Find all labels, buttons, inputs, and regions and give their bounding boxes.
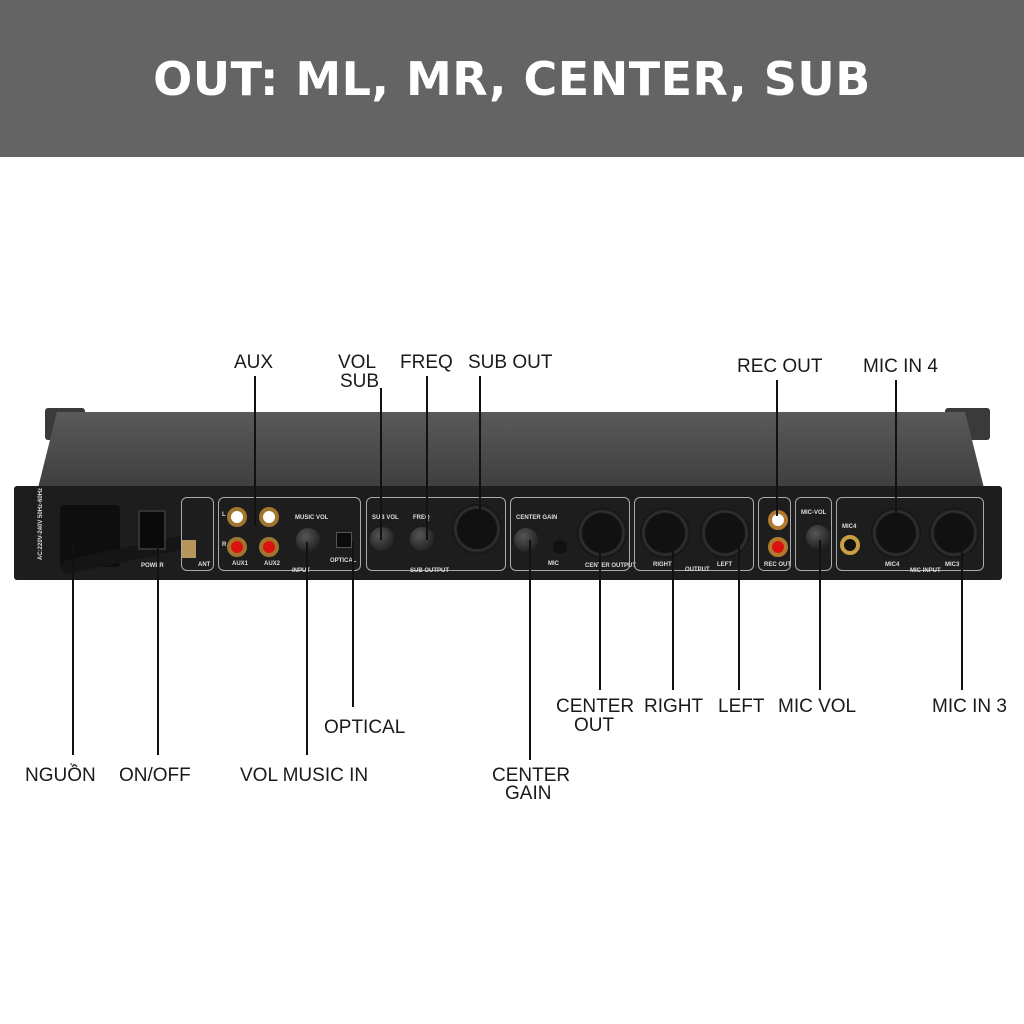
ant-label: ANT [198,562,211,568]
optical-port[interactable] [336,532,352,548]
callout-freq: FREQ [400,352,453,373]
rec-out-l-jack[interactable] [768,510,788,530]
callout-vol-music-in: VOL MUSIC IN [240,765,369,786]
sub-output-section [366,497,506,571]
callout-center-out-line1: CENTER [556,696,635,717]
left-leader [738,538,740,690]
callout-vol-sub-line1: VOL [338,352,377,373]
callout-right: RIGHT [644,696,704,717]
page-title: OUT: ML, MR, CENTER, SUB [153,51,871,106]
freq-label: FREQ [413,515,430,521]
mic-vol-label: MIC-VOL [801,510,827,516]
center-gain-knob[interactable] [514,528,538,552]
r-label: R [222,542,227,548]
callout-mic-vol: MIC VOL [778,696,857,717]
nguon-leader [72,545,74,755]
sub-vol-knob[interactable] [370,527,394,551]
center-output-label: CENTER OUTPUT [585,563,636,569]
rec-out-label: REC OUT [764,562,791,568]
rec-out-section [758,497,791,571]
callout-rec-out: REC OUT [737,356,823,377]
sub-vol-label: SUB VOL [372,515,399,521]
left-label: LEFT [717,562,732,568]
callout-aux: AUX [234,352,274,373]
vol-sub-leader [380,388,382,540]
mic-input-section [836,497,984,571]
device-top [38,412,984,488]
right-leader [672,538,674,690]
freq-knob[interactable] [410,527,434,551]
aux2-label: AUX2 [264,561,281,567]
rec-out-leader [776,380,778,516]
mic3-xlr[interactable] [929,508,979,558]
callout-center-gain-line1: CENTER [492,765,571,786]
center-gain-leader [529,540,531,760]
aux1-l-jack[interactable] [227,507,247,527]
input-section [218,497,361,571]
output-section [634,497,754,571]
title-banner: OUT: ML, MR, CENTER, SUB [0,0,1024,157]
callout-mic-in-4: MIC IN 4 [863,356,938,377]
mic4-jack[interactable] [840,535,860,555]
right-xlr[interactable] [640,508,690,558]
center-out-xlr[interactable] [577,508,627,558]
mic-vol-knob[interactable] [806,525,830,549]
music-vol-label: MUSIC VOL [295,515,329,521]
mic-in-3-leader [961,538,963,690]
mic-input-label: MIC INPUT [910,568,941,574]
ant-section [181,497,214,571]
l-label: L [222,512,226,518]
callout-nguon: NGUỒN [25,765,96,786]
mic3-label: MIC3 [945,562,960,568]
callout-optical: OPTICAL [324,717,406,738]
callout-on-off: ON/OFF [119,765,191,786]
power-switch[interactable] [138,510,166,550]
input-label: INPUT [292,568,310,574]
optical-label: OPTICAL [330,558,357,564]
music-vol-knob[interactable] [296,528,320,552]
callout-mic-in-3: MIC IN 3 [932,696,1007,717]
right-label: RIGHT [653,562,672,568]
center-out-leader [599,538,601,690]
callout-left: LEFT [718,696,765,717]
rec-out-r-jack[interactable] [768,537,788,557]
mic4-label: MIC4 [885,562,900,568]
mic-vol-leader [819,540,821,690]
aux-leader [254,376,256,526]
aux1-r-jack[interactable] [227,537,247,557]
freq-leader [426,376,428,540]
mic-in-4-leader [895,380,897,534]
optical-leader [352,542,354,707]
power-label: POWER [141,563,164,569]
aux2-l-jack[interactable] [259,507,279,527]
sub-out-xlr[interactable] [452,504,502,554]
mic-vol-section [795,497,832,571]
sub-output-label: SUB OUTPUT [410,568,449,574]
callout-sub-out: SUB OUT [468,352,553,373]
sub-out-leader [479,376,481,534]
mic-label: MIC [548,561,559,567]
antenna-connector [182,540,196,558]
callout-vol-sub-line2: SUB [340,371,380,392]
left-xlr[interactable] [700,508,750,558]
center-section [510,497,630,571]
aux2-r-jack[interactable] [259,537,279,557]
on-off-leader [157,545,159,755]
callout-center-gain-line2: GAIN [505,783,552,804]
ac-label: AC:220V-240V 50Hz-60Hz [38,487,44,560]
mic-button[interactable] [553,540,567,554]
center-gain-label: CENTER GAIN [516,515,558,521]
callout-center-out-line2: OUT [574,715,615,736]
output-label: OUTPUT [685,567,710,573]
mic4-jack-label: MIC4 [842,524,857,530]
vol-music-in-leader [306,542,308,755]
aux1-label: AUX1 [232,561,249,567]
